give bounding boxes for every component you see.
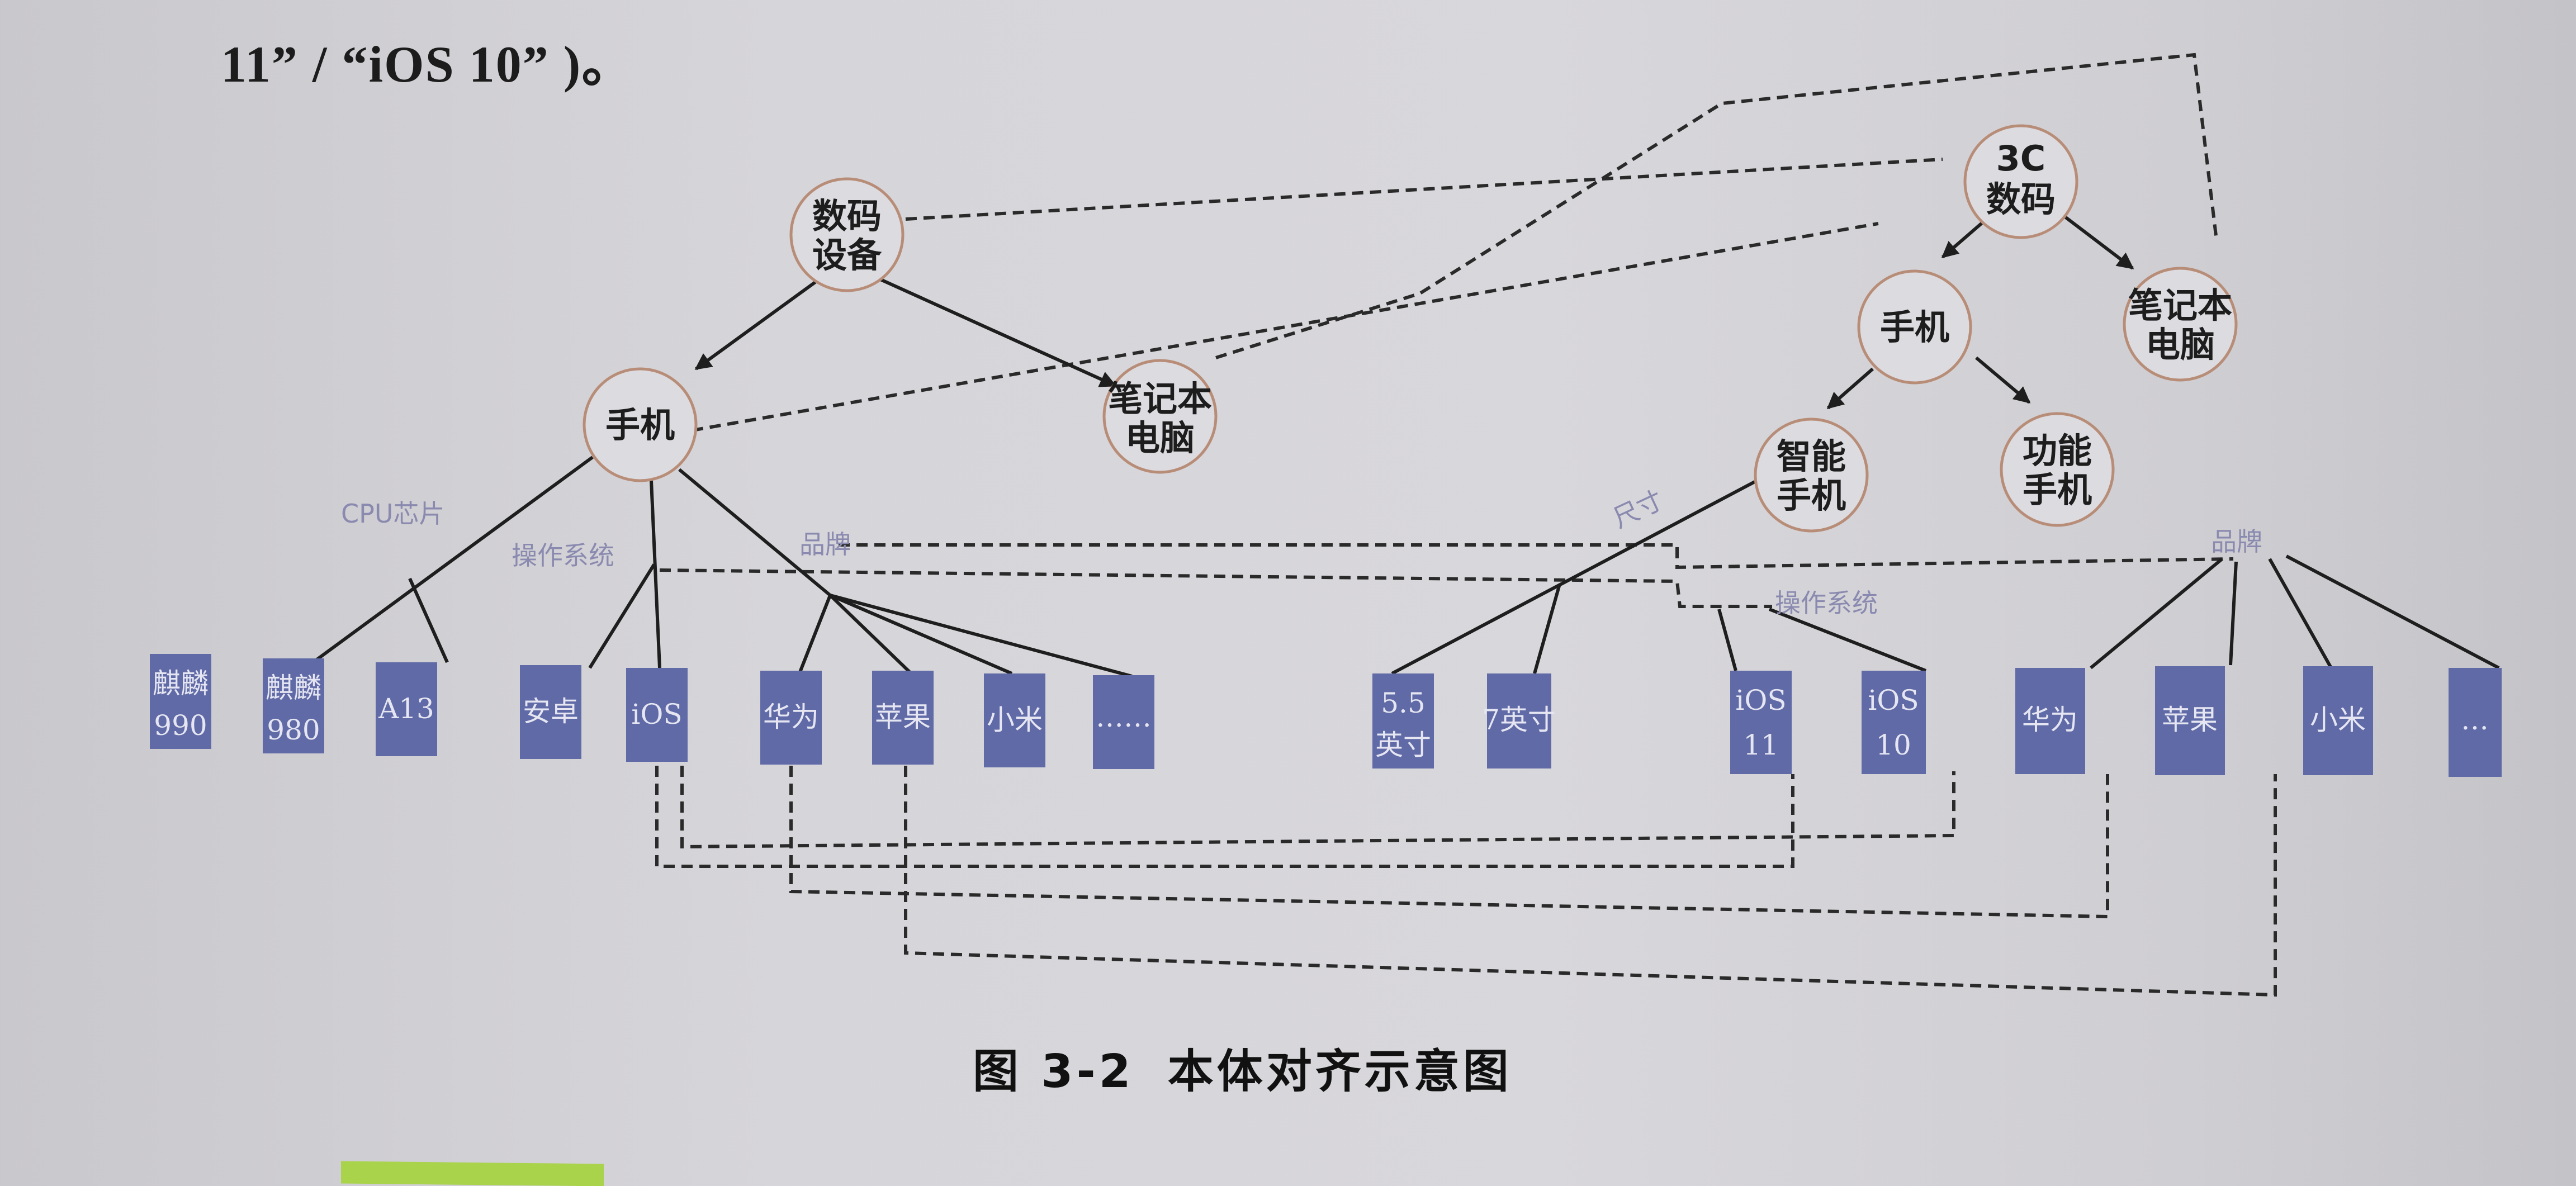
node-3c-digital: 3C 数码 [1963, 124, 2078, 239]
leaf-7-inch: 7英寸 [1482, 673, 1556, 768]
svg-text:笔记本: 笔记本 [1108, 378, 1212, 419]
leaf-kirin-980: 麒麟 980 [263, 658, 324, 753]
node-laptop-right: 笔记本 电脑 [2123, 267, 2238, 382]
svg-text:手机: 手机 [1777, 475, 1846, 516]
svg-text:…: … [2461, 704, 2489, 736]
leaf-5-5-inch: 5.5 英寸 [1372, 673, 1434, 768]
svg-text:小米: 小米 [987, 704, 1043, 736]
leaf-huawei-left: 华为 [760, 671, 822, 765]
leaf-ios-10: iOS 10 [1862, 671, 1926, 774]
figure-title: 本体对齐示意图 [1167, 1045, 1512, 1098]
svg-text:电脑: 电脑 [2146, 324, 2215, 365]
svg-text:11: 11 [1743, 729, 1779, 761]
node-phone-left: 手机 [583, 367, 698, 482]
svg-text:3C: 3C [1996, 138, 2046, 179]
svg-text:A13: A13 [378, 692, 434, 725]
svg-text:小米: 小米 [2310, 704, 2366, 736]
align-ios-11 [655, 766, 1794, 868]
svg-text:手机: 手机 [1880, 307, 1949, 348]
svg-text:苹果: 苹果 [875, 701, 931, 733]
leaf-apple-left: 苹果 [872, 671, 934, 765]
node-digital-devices: 数码 设备 [789, 177, 905, 292]
leaf-xiaomi-left: 小米 [984, 673, 1045, 767]
svg-text:英寸: 英寸 [1375, 729, 1431, 761]
right-ontology: 3C 数码 手机 笔记本 电脑 智能 手机 功能 手机 尺寸 操作系统 品牌 5… [1372, 124, 2502, 777]
highlighter-tab [341, 1161, 604, 1186]
node-smartphone: 智能 手机 [1754, 418, 1869, 533]
relation-os-left: 操作系统 [512, 540, 614, 571]
relation-size: 尺寸 [1608, 485, 1668, 534]
svg-text:5.5: 5.5 [1381, 687, 1426, 719]
svg-text:苹果: 苹果 [2162, 704, 2218, 736]
svg-text:10: 10 [1876, 729, 1911, 761]
relation-os-right: 操作系统 [1775, 588, 1878, 618]
leaf-ellipsis-right: … [2449, 668, 2502, 777]
node-feature-phone: 功能 手机 [2000, 412, 2115, 527]
align-brand [839, 543, 2234, 570]
leaf-android: 安卓 [520, 665, 581, 759]
figure-caption: 图 3-2 本体对齐示意图 [973, 1034, 1512, 1100]
relation-brand-right: 品牌 [2211, 526, 2262, 557]
node-phone-right: 手机 [1857, 269, 1972, 385]
svg-text:手机: 手机 [2023, 469, 2092, 510]
svg-text:麒麟: 麒麟 [266, 672, 321, 704]
svg-text:数码: 数码 [812, 196, 882, 236]
figure-number: 图 3-2 [973, 1045, 1134, 1098]
svg-text:数码: 数码 [1986, 179, 2056, 220]
align-apple [904, 766, 2277, 997]
node-laptop-left: 笔记本 电脑 [1102, 359, 1218, 474]
preceding-body-text: 11” / “iOS 10” )。 [221, 36, 634, 93]
align-root [905, 158, 1943, 221]
svg-text:安卓: 安卓 [523, 695, 579, 728]
leaf-ellipsis-left: …… [1093, 675, 1154, 769]
svg-text:华为: 华为 [763, 701, 819, 733]
align-phone [692, 222, 1879, 432]
leaf-a13: A13 [376, 662, 437, 756]
leaf-kirin-990: 麒麟 990 [150, 654, 211, 749]
svg-text:7英寸: 7英寸 [1482, 704, 1556, 736]
leaf-xiaomi-right: 小米 [2303, 666, 2373, 775]
relation-cpu-chip: CPU芯片 [341, 499, 445, 529]
svg-text:iOS: iOS [1735, 684, 1786, 717]
align-os [659, 568, 1772, 608]
svg-text:麒麟: 麒麟 [153, 667, 209, 700]
leaf-ios-11: iOS 11 [1730, 671, 1792, 774]
leaf-huawei-right: 华为 [2015, 668, 2085, 774]
svg-text:功能: 功能 [2023, 430, 2092, 471]
svg-text:……: …… [1096, 701, 1152, 733]
svg-text:iOS: iOS [1868, 684, 1919, 717]
svg-text:iOS: iOS [631, 698, 682, 730]
left-ontology: 数码 设备 手机 笔记本 电脑 CPU芯片 操作系统 品牌 麒麟 990 麒麟 … [150, 177, 1218, 769]
svg-text:华为: 华为 [2022, 704, 2078, 736]
svg-text:设备: 设备 [812, 235, 882, 276]
relation-brand-left: 品牌 [799, 529, 851, 559]
svg-text:笔记本: 笔记本 [2128, 285, 2232, 326]
align-huawei [789, 766, 2109, 919]
svg-text:990: 990 [154, 709, 207, 742]
svg-text:智能: 智能 [1777, 436, 1846, 477]
svg-text:电脑: 电脑 [1125, 418, 1195, 458]
align-ios-10 [680, 766, 1955, 849]
leaf-apple-right: 苹果 [2155, 666, 2225, 775]
svg-text:980: 980 [267, 714, 320, 746]
leaf-ios: iOS [626, 668, 688, 762]
svg-text:手机: 手机 [605, 405, 675, 445]
alignment-links [655, 53, 2277, 997]
